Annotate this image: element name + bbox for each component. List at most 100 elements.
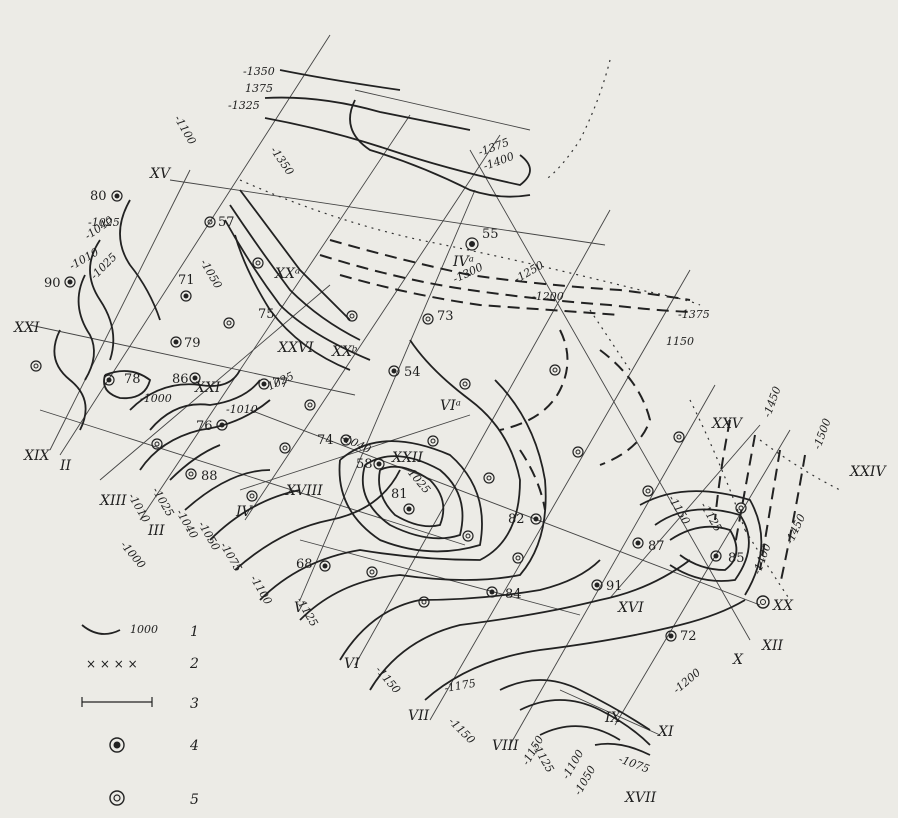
well-marker (170, 336, 182, 348)
contour-line (378, 465, 445, 528)
contour-line (229, 204, 361, 341)
well-marker (185, 468, 197, 480)
contour-label: -1075 (217, 540, 244, 574)
profile-label: XIII (99, 493, 127, 509)
profile-line-xv (169, 179, 606, 246)
well-label: 55 (482, 227, 499, 242)
contour-line (239, 189, 351, 321)
profile-line-xiii (99, 284, 331, 481)
well-marker (340, 434, 352, 446)
contour-label: 1150 (666, 335, 694, 348)
well-label: 57 (218, 215, 235, 230)
fault-line (759, 439, 841, 491)
well-marker (530, 513, 542, 525)
contour-lines (53, 69, 763, 756)
profile-label: XX (772, 598, 794, 614)
contour-label: -1450 (783, 512, 808, 546)
contour-line (424, 599, 746, 701)
contour-label: -1025 (88, 216, 120, 229)
profile-label: XVI (617, 600, 644, 616)
well-label: 54 (404, 365, 421, 380)
well-label: 72 (680, 629, 697, 644)
profile-line-v (299, 189, 476, 601)
contour-label: -1150 (446, 715, 478, 747)
well-marker (403, 503, 415, 515)
contour-line (139, 399, 271, 471)
contour-label: -1450 (761, 385, 784, 419)
dashed-contour (339, 274, 621, 316)
profile-label: XI (657, 724, 674, 740)
well-marker (216, 419, 228, 431)
dashed-contour (759, 449, 781, 571)
legend-item-fault: × × × × 2 (86, 656, 199, 672)
contour-line (259, 339, 521, 601)
well-marker (665, 630, 677, 642)
well-marker (422, 313, 434, 325)
fault-line (689, 399, 746, 531)
profile-label: XV (149, 166, 172, 182)
well-label: 79 (184, 336, 201, 351)
profile-label: XXV (711, 416, 744, 432)
profile-label: XXIV (849, 464, 887, 480)
profile-line-viii (509, 384, 716, 746)
profile-label: XIX (23, 448, 50, 464)
dashed-contour (519, 449, 546, 511)
profile-line-xiv-b (354, 89, 531, 131)
contour-line (669, 525, 738, 571)
well-marker (103, 374, 115, 386)
legend-number: 2 (189, 656, 199, 672)
contour-label: -1075 (617, 753, 651, 776)
dashed-contour (779, 454, 806, 586)
dashed-contour (329, 239, 691, 301)
contour-line (539, 725, 621, 741)
profile-line-vi (354, 209, 611, 666)
well-label: 80 (90, 189, 107, 204)
well-marker (465, 237, 479, 251)
profile-line-xxi (29, 324, 356, 396)
legend-item-contour: 1000 1 (81, 623, 199, 640)
well-marker (632, 537, 644, 549)
contour-line (264, 117, 531, 186)
contour-label: -1025 (149, 485, 176, 519)
contour-line (129, 369, 241, 411)
contour-line (299, 379, 547, 621)
profile-label: XVIII (285, 483, 323, 499)
well-marker (258, 378, 270, 390)
profile-label: III (147, 523, 165, 539)
contour-line (369, 559, 691, 691)
well-label: 87 (648, 539, 665, 554)
contour-line (349, 99, 531, 198)
well-label: 81 (391, 487, 408, 502)
fault-line (239, 179, 701, 306)
contour-label: -1125 (697, 500, 724, 534)
profile-line-xix (49, 169, 191, 451)
contour-line (519, 699, 651, 746)
dashed-contours (319, 239, 806, 586)
contour-label: -1250 (512, 258, 546, 285)
dashed-contour (714, 419, 731, 521)
well-label: 74 (317, 433, 334, 448)
profile-line-xii-x (469, 149, 751, 641)
contour-line (169, 444, 221, 481)
well-label: 90 (44, 276, 61, 291)
legend-item-profile: 3 (81, 696, 199, 712)
well-label: 84 (505, 587, 522, 602)
contour-label: -1350 (268, 144, 297, 177)
profile-line-iv (244, 134, 501, 521)
legend-item-well-productive: 4 (109, 737, 199, 754)
contour-line (264, 96, 471, 131)
contour-label: -1010 (226, 403, 258, 416)
profile-label: XXI (194, 380, 221, 396)
wells: 80 90 57 71 75 79 78 86 76 88 77 74 58 8… (30, 189, 770, 644)
well-label: 85 (728, 551, 745, 566)
profile-line-xviii (239, 414, 471, 491)
contour-line (184, 469, 271, 511)
well-label: 86 (172, 372, 189, 387)
contour-label: -1500 (811, 417, 834, 451)
contour-line (149, 379, 261, 431)
well-marker (486, 586, 498, 598)
well-marker (388, 365, 400, 377)
contour-label: -1100 (171, 113, 198, 147)
profile-labels: II XIII III IV V VI VII VIII IX X XI XII… (13, 166, 887, 806)
well-label: 91 (606, 579, 623, 594)
